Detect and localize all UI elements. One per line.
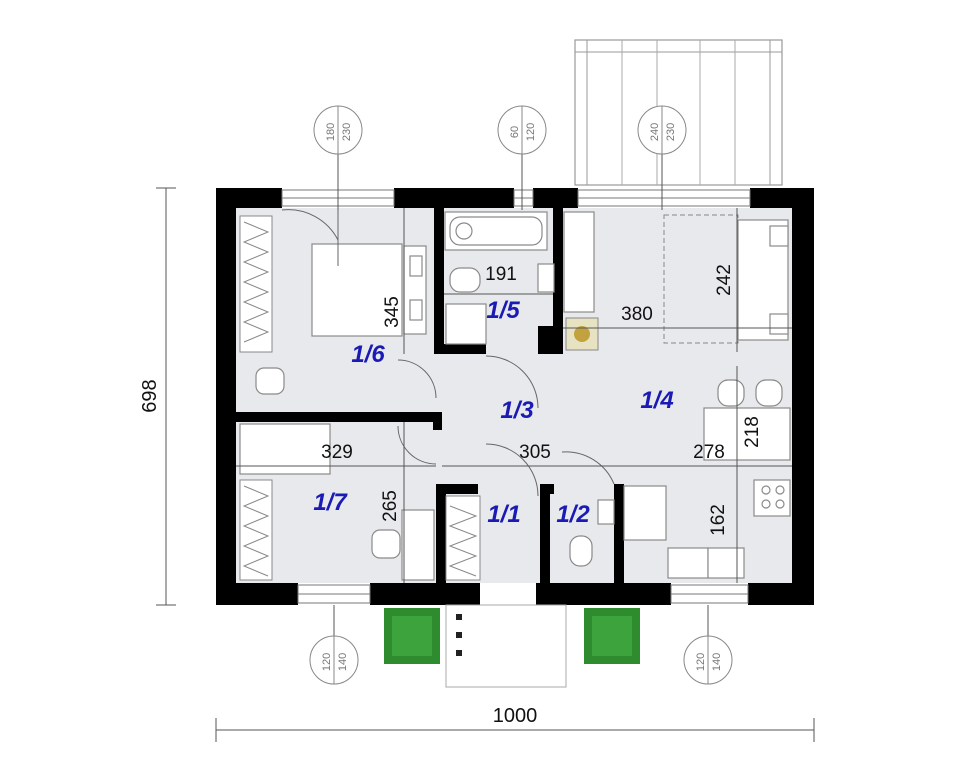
dim-329-label: 329 xyxy=(321,442,353,463)
window-markers xyxy=(309,105,733,685)
window1-width-label: 180 xyxy=(325,123,337,141)
window2-width-label: 60 xyxy=(509,126,521,138)
window3-width-label: 240 xyxy=(649,123,661,141)
room-label-1-7: 1/7 xyxy=(313,489,348,516)
living-furniture xyxy=(565,214,791,579)
bedroom-furniture xyxy=(239,215,427,395)
plant-left-icon xyxy=(384,608,440,664)
room-label-1-4: 1/4 xyxy=(640,387,673,414)
window6-height-label: 140 xyxy=(711,653,723,671)
room-label-1-1: 1/1 xyxy=(487,501,520,528)
dim-380-label: 380 xyxy=(621,304,653,325)
overall-height-label: 698 xyxy=(139,379,161,412)
dim-345-label: 345 xyxy=(382,296,403,328)
dim-162-label: 162 xyxy=(708,504,729,536)
window2-height-label: 120 xyxy=(525,123,537,141)
dim-265-label: 265 xyxy=(380,490,401,522)
entrance xyxy=(445,604,567,688)
interior-walls xyxy=(236,208,624,583)
windows xyxy=(281,189,751,604)
hall-wc-fixtures xyxy=(445,495,615,581)
bathroom-fixtures xyxy=(444,211,595,345)
dim-305-label: 305 xyxy=(519,442,551,463)
window3-height-label: 230 xyxy=(665,123,677,141)
window6-width-label: 120 xyxy=(695,653,707,671)
window1-height-label: 230 xyxy=(341,123,353,141)
terrace-pergola xyxy=(574,39,783,186)
room-label-1-6: 1/6 xyxy=(351,341,385,368)
plant-right-icon xyxy=(584,608,640,664)
dim-242-label: 242 xyxy=(714,264,735,296)
room-label-1-3: 1/3 xyxy=(500,397,534,424)
dim-218-label: 218 xyxy=(742,416,763,448)
room-label-1-5: 1/5 xyxy=(486,297,520,324)
outer-walls xyxy=(216,188,814,605)
window4-width-label: 120 xyxy=(321,653,333,671)
dim-191-label: 191 xyxy=(485,264,517,285)
overall-width-label: 1000 xyxy=(493,705,538,727)
dim-278-label: 278 xyxy=(693,442,725,463)
window4-height-label: 140 xyxy=(337,653,349,671)
room-label-1-2: 1/2 xyxy=(556,501,590,528)
